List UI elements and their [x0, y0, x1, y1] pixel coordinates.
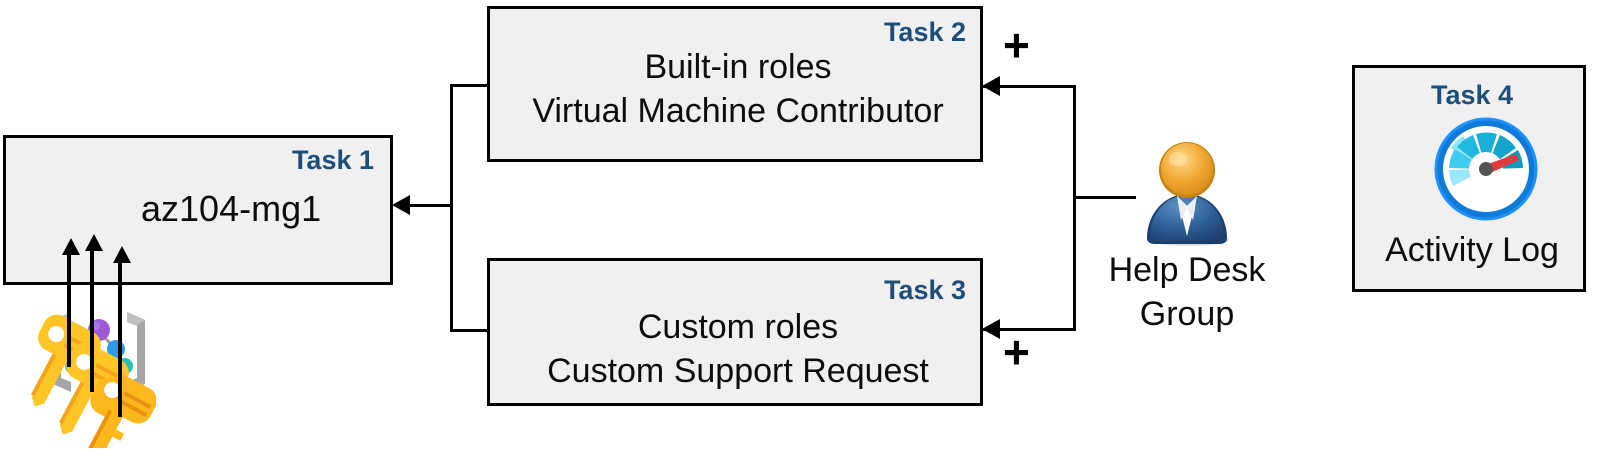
help-desk-caption: Help Desk Group [1108, 251, 1266, 333]
connector-right-vertical [1073, 85, 1076, 331]
keys-icon [31, 314, 156, 448]
key-arrow-head-1 [62, 238, 80, 255]
key-arrow-line-1 [67, 255, 71, 367]
task-2-line-2: Virtual Machine Contributor [532, 92, 944, 130]
task-1-label: Task 1 [291, 145, 374, 175]
key-arrow-head-3 [113, 246, 131, 263]
key-arrow-line-3 [118, 262, 122, 417]
user-group-icon [1147, 142, 1229, 246]
plus-sign-task2: + [1003, 19, 1030, 71]
task-3-content: Custom roles Custom Support Request [498, 305, 978, 393]
connector-to-task3 [983, 328, 1076, 331]
connector-task3-left [450, 329, 490, 332]
task-4-caption: Activity Log [1385, 231, 1559, 269]
task-3-label: Task 3 [883, 275, 966, 305]
task-3-box[interactable]: Task 3 Custom roles Custom Support Reque… [487, 258, 983, 406]
arrow-head-task1 [392, 195, 410, 215]
arrow-head-task2 [982, 76, 1000, 96]
task-3-line-1: Custom roles [637, 308, 839, 346]
gauge-icon [1434, 117, 1538, 221]
task-1-box[interactable]: Task 1 az104-mg1 [3, 135, 393, 392]
task-4-label: Task 4 [1430, 80, 1514, 110]
key-arrow-head-2 [85, 234, 103, 251]
task-2-box[interactable]: Task 2 Built-in roles Virtual Machine Co… [487, 6, 983, 162]
management-group-name: az104-mg1 [141, 188, 322, 229]
arrow-head-task3 [982, 319, 1000, 339]
plus-sign-task3: + [1003, 326, 1030, 378]
task-2-label: Task 2 [883, 17, 966, 47]
connector-task2-left [450, 84, 490, 87]
connector-left-vertical [450, 84, 453, 332]
connector-to-task1 [410, 204, 453, 207]
task-2-line-1: Built-in roles [644, 48, 832, 86]
connector-to-task2 [983, 85, 1076, 88]
connector-helpdesk-stub [1076, 196, 1136, 199]
task-2-content: Built-in roles Virtual Machine Contribut… [498, 45, 978, 133]
task-3-line-2: Custom Support Request [547, 352, 929, 390]
task-4-box[interactable]: Task 4 Activity Log [1352, 65, 1586, 292]
key-arrow-line-2 [90, 250, 94, 392]
